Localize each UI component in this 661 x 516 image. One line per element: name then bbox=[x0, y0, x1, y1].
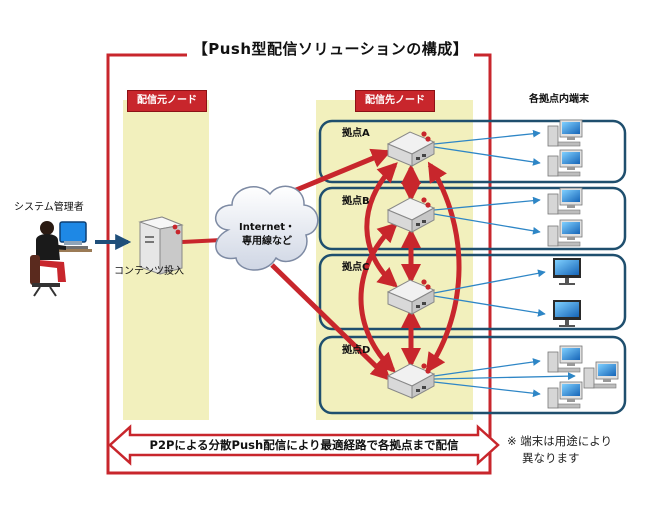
site-c-box bbox=[318, 253, 627, 331]
router-d-icon bbox=[386, 363, 436, 399]
admin-person-icon bbox=[30, 221, 92, 297]
router-b-icon bbox=[386, 197, 436, 233]
source-node-header: 配信元ノード bbox=[127, 90, 207, 112]
content-input-label: コンテンツ投入 bbox=[114, 266, 184, 277]
desktop-pc-icon bbox=[547, 345, 583, 373]
router-c-icon bbox=[386, 279, 436, 315]
site-c-label: 拠点C bbox=[342, 262, 370, 273]
desktop-pc-icon bbox=[547, 119, 583, 147]
terminal-note-line1: ※ 端末は用途により bbox=[507, 434, 613, 448]
d-term2-link bbox=[433, 372, 576, 381]
d-term1-link bbox=[433, 358, 541, 377]
terminal-note-line2: 異なります bbox=[522, 451, 580, 465]
c-term1-link bbox=[433, 269, 546, 294]
page-title: 【Push型配信ソリューションの構成】 bbox=[0, 38, 661, 59]
distribution-caption: P2Pによる分散Push配信により最適経路で各拠点まで配信 bbox=[149, 438, 459, 452]
cloud-label: Internet・ 専用線など bbox=[224, 221, 310, 249]
display-monitor-icon bbox=[553, 300, 581, 327]
a-d-curve bbox=[425, 161, 462, 374]
site-b-box bbox=[318, 186, 627, 251]
b-term1-link bbox=[433, 196, 541, 211]
desktop-pc-icon bbox=[547, 381, 583, 409]
site-d-label: 拠点D bbox=[342, 345, 371, 356]
site-b-label: 拠点B bbox=[342, 196, 370, 207]
a-term2-link bbox=[433, 146, 541, 166]
cloud-icon bbox=[215, 185, 319, 271]
a-term1-link bbox=[433, 129, 541, 145]
dest-node-header: 配信先ノード bbox=[355, 90, 435, 112]
server-to-cloud-link bbox=[181, 238, 223, 244]
source-server-icon bbox=[138, 216, 184, 275]
desktop-pc-icon bbox=[547, 219, 583, 247]
desktop-pc-icon bbox=[583, 361, 619, 389]
distribution-double-arrow bbox=[108, 424, 500, 466]
c-term2-link bbox=[433, 295, 546, 317]
terminals-header: 各拠点内端末 bbox=[529, 94, 589, 105]
cloud-label-line1: Internet・ bbox=[238, 222, 295, 233]
terminal-note: ※ 端末は用途により 異なります bbox=[507, 433, 657, 467]
cloud-to-site-d-arrow bbox=[270, 263, 391, 381]
site-d-box bbox=[318, 335, 627, 415]
router-a-icon bbox=[386, 131, 436, 167]
d-term3-link bbox=[433, 381, 541, 398]
desktop-pc-icon bbox=[547, 149, 583, 177]
display-monitor-icon bbox=[553, 258, 581, 285]
site-a-label: 拠点A bbox=[342, 128, 370, 139]
site-a-box bbox=[318, 119, 627, 184]
cloud-label-line2: 専用線など bbox=[242, 236, 292, 247]
desktop-pc-icon bbox=[547, 187, 583, 215]
b-d-curve bbox=[358, 222, 398, 373]
b-term2-link bbox=[433, 213, 541, 235]
admin-label: システム管理者 bbox=[14, 202, 84, 213]
